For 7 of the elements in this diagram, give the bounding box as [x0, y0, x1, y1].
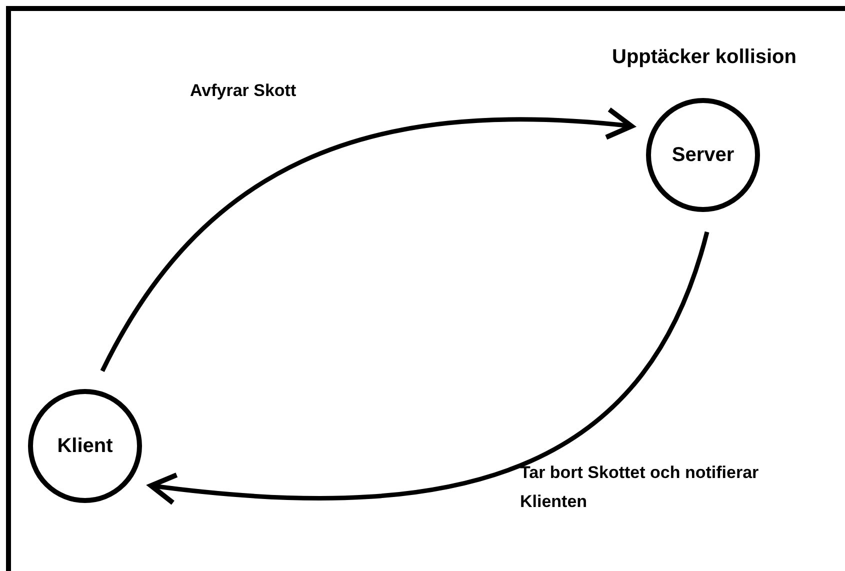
- edge-label: Avfyrar Skott: [190, 80, 298, 102]
- curved-arrow: [100, 108, 634, 372]
- node-label: Server: [672, 143, 734, 168]
- curved-arrow: [148, 231, 710, 505]
- node-label: Klient: [57, 434, 113, 459]
- edge-label: Tar bort Skottet och notifierar Klienten: [520, 462, 760, 513]
- node-caption: Upptäcker kollision: [612, 45, 796, 70]
